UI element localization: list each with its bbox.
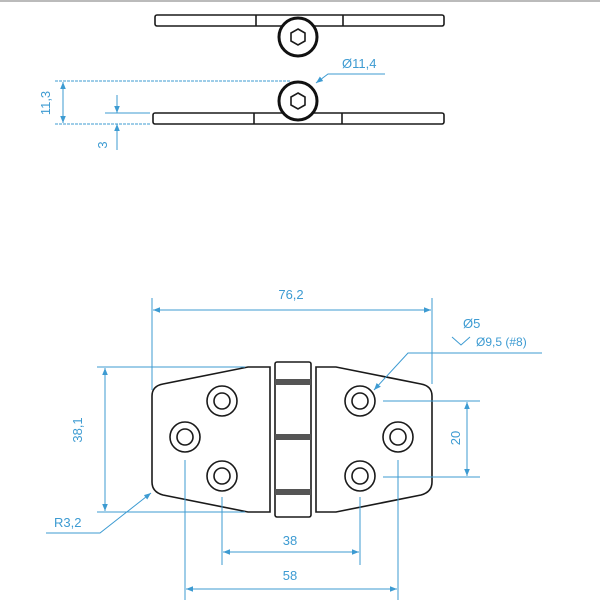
side-view-bottom — [152, 80, 445, 125]
dim-corner-radius-label: R3,2 — [54, 515, 81, 530]
dim-hole-diameter-label: Ø5 — [463, 316, 480, 331]
dim-vertical-spacing-label: 20 — [448, 431, 463, 445]
left-leaf — [151, 366, 271, 513]
side-view-dimensions — [55, 73, 385, 150]
front-view-dimensions — [46, 298, 542, 600]
screw-hole — [206, 460, 238, 492]
dim-overall-height-label: 38,1 — [70, 417, 85, 442]
screw-hole — [382, 421, 414, 453]
hex-socket-icon — [290, 28, 306, 46]
countersink-icon — [451, 336, 471, 346]
dim-outer-spacing-label: 58 — [283, 568, 297, 583]
dim-thickness-label: 3 — [95, 141, 110, 148]
dim-countersink-label: Ø9,5 (#8) — [476, 335, 527, 349]
dim-overall-width-label: 76,2 — [278, 287, 303, 302]
screw-hole — [206, 385, 238, 417]
dim-knuckle-diameter-label: Ø11,4 — [342, 56, 376, 71]
screw-hole — [344, 385, 376, 417]
screw-hole — [169, 421, 201, 453]
side-view-top — [154, 14, 445, 58]
dim-inner-spacing-label: 38 — [283, 533, 297, 548]
right-leaf — [315, 366, 433, 513]
screw-holes — [169, 385, 414, 492]
screw-hole — [344, 460, 376, 492]
dim-height-label: 11,3 — [38, 91, 53, 115]
hex-socket-icon — [290, 92, 306, 110]
knuckle — [274, 361, 312, 518]
